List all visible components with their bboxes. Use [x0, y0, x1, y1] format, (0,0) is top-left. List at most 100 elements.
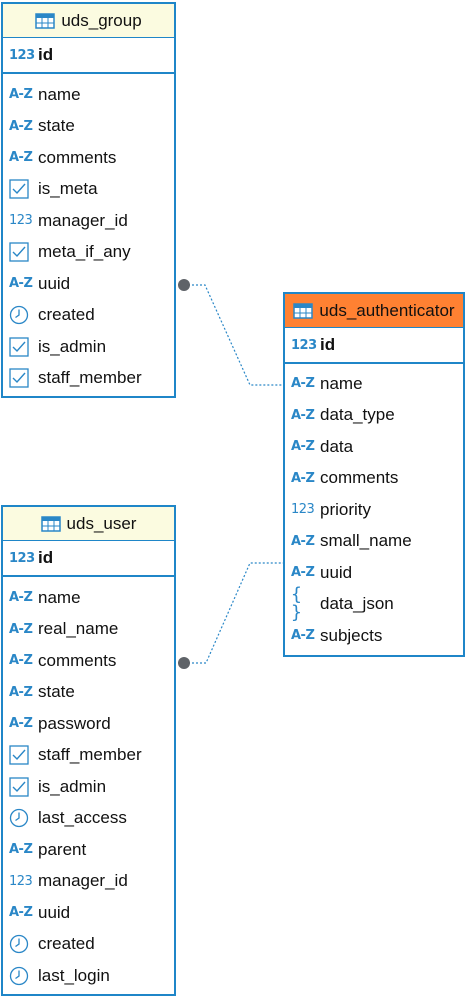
numeric-type-icon: 123	[9, 213, 33, 229]
column-name: comments	[38, 650, 117, 670]
numeric-type-icon: 123	[9, 550, 35, 566]
column-row[interactable]: is_admin	[3, 771, 174, 803]
numeric-type-icon: 123	[9, 873, 33, 889]
column-name: data_json	[320, 594, 394, 614]
clock-type-icon	[9, 966, 33, 986]
entity-header[interactable]: uds_authenticator	[285, 294, 463, 328]
column-row[interactable]: A-Z name	[3, 582, 174, 614]
column-name: data_type	[320, 405, 395, 425]
entity-title: uds_group	[61, 10, 142, 30]
entity-header[interactable]: uds_group	[3, 4, 174, 38]
column-row[interactable]: 123 manager_id	[3, 866, 174, 898]
text-type-icon: A-Z	[291, 565, 315, 581]
column-name: id	[38, 548, 54, 567]
column-row[interactable]: is_admin	[3, 331, 174, 363]
column-name: meta_if_any	[38, 242, 131, 262]
text-type-icon: A-Z	[9, 621, 33, 637]
column-name: last_access	[38, 808, 127, 828]
column-row[interactable]: A-Z real_name	[3, 614, 174, 646]
primary-key-row[interactable]: 123 id	[285, 328, 463, 364]
entity-title: uds_authenticator	[319, 300, 455, 320]
column-row[interactable]: meta_if_any	[3, 237, 174, 269]
column-row[interactable]: { } data_json	[285, 584, 463, 624]
column-name: uuid	[320, 562, 353, 582]
text-type-icon: A-Z	[9, 87, 33, 103]
clock-type-icon	[9, 808, 33, 828]
column-name: manager_id	[38, 210, 128, 230]
relation-line-group-authenticator	[184, 284, 284, 386]
column-name: created	[38, 305, 95, 325]
column-row[interactable]: 123 manager_id	[3, 205, 174, 237]
numeric-type-icon: 123	[9, 47, 35, 63]
column-name: name	[320, 373, 363, 393]
text-type-icon: A-Z	[9, 653, 33, 669]
text-type-icon: A-Z	[291, 533, 315, 549]
column-name: last_login	[38, 965, 110, 985]
primary-key-row[interactable]: 123 id	[3, 541, 174, 577]
column-row[interactable]: A-Z uuid	[285, 557, 463, 589]
checkbox-type-icon	[9, 368, 33, 388]
column-row[interactable]: A-Z data_type	[285, 400, 463, 432]
entity-title: uds_user	[66, 513, 137, 533]
column-name: real_name	[38, 619, 119, 639]
checkbox-type-icon	[9, 745, 33, 765]
column-row[interactable]: last_access	[3, 803, 174, 835]
text-type-icon: A-Z	[9, 590, 33, 606]
relation-endpoint-user[interactable]	[178, 657, 190, 669]
primary-key-row[interactable]: 123 id	[3, 38, 174, 74]
column-row[interactable]: last_login	[3, 960, 174, 992]
column-name: uuid	[38, 902, 71, 922]
text-type-icon: A-Z	[291, 407, 315, 423]
column-row[interactable]: A-Z small_name	[285, 526, 463, 558]
column-name: small_name	[320, 531, 412, 551]
checkbox-type-icon	[9, 179, 33, 199]
column-name: data	[320, 436, 354, 456]
text-type-icon: A-Z	[9, 118, 33, 134]
column-row[interactable]: A-Z password	[3, 708, 174, 740]
column-row[interactable]: A-Z uuid	[3, 897, 174, 929]
json-type-icon: { }	[291, 584, 303, 624]
checkbox-type-icon	[9, 777, 33, 797]
column-row[interactable]: A-Z name	[3, 79, 174, 111]
text-type-icon: A-Z	[291, 470, 315, 486]
column-row[interactable]: created	[3, 300, 174, 332]
table-icon	[35, 12, 56, 29]
column-name: id	[320, 335, 336, 354]
text-type-icon: A-Z	[9, 842, 33, 858]
column-row[interactable]: is_meta	[3, 174, 174, 206]
column-name: staff_member	[38, 745, 142, 765]
column-row[interactable]: staff_member	[3, 363, 174, 395]
column-name: password	[38, 713, 111, 733]
clock-type-icon	[9, 305, 33, 325]
text-type-icon: A-Z	[9, 716, 33, 732]
column-row[interactable]: A-Z comments	[3, 645, 174, 677]
column-name: subjects	[320, 625, 383, 645]
column-row[interactable]: staff_member	[3, 740, 174, 772]
text-type-icon: A-Z	[9, 905, 33, 921]
column-row[interactable]: created	[3, 929, 174, 961]
relation-endpoint-group[interactable]	[178, 279, 190, 291]
entity-header[interactable]: uds_user	[3, 507, 174, 541]
clock-type-icon	[9, 934, 33, 954]
column-name: name	[38, 84, 81, 104]
text-type-icon: A-Z	[9, 684, 33, 700]
column-name: manager_id	[38, 871, 128, 891]
column-name: name	[38, 587, 81, 607]
column-name: staff_member	[38, 368, 142, 388]
text-type-icon: A-Z	[9, 150, 33, 166]
numeric-type-icon: 123	[291, 502, 315, 518]
